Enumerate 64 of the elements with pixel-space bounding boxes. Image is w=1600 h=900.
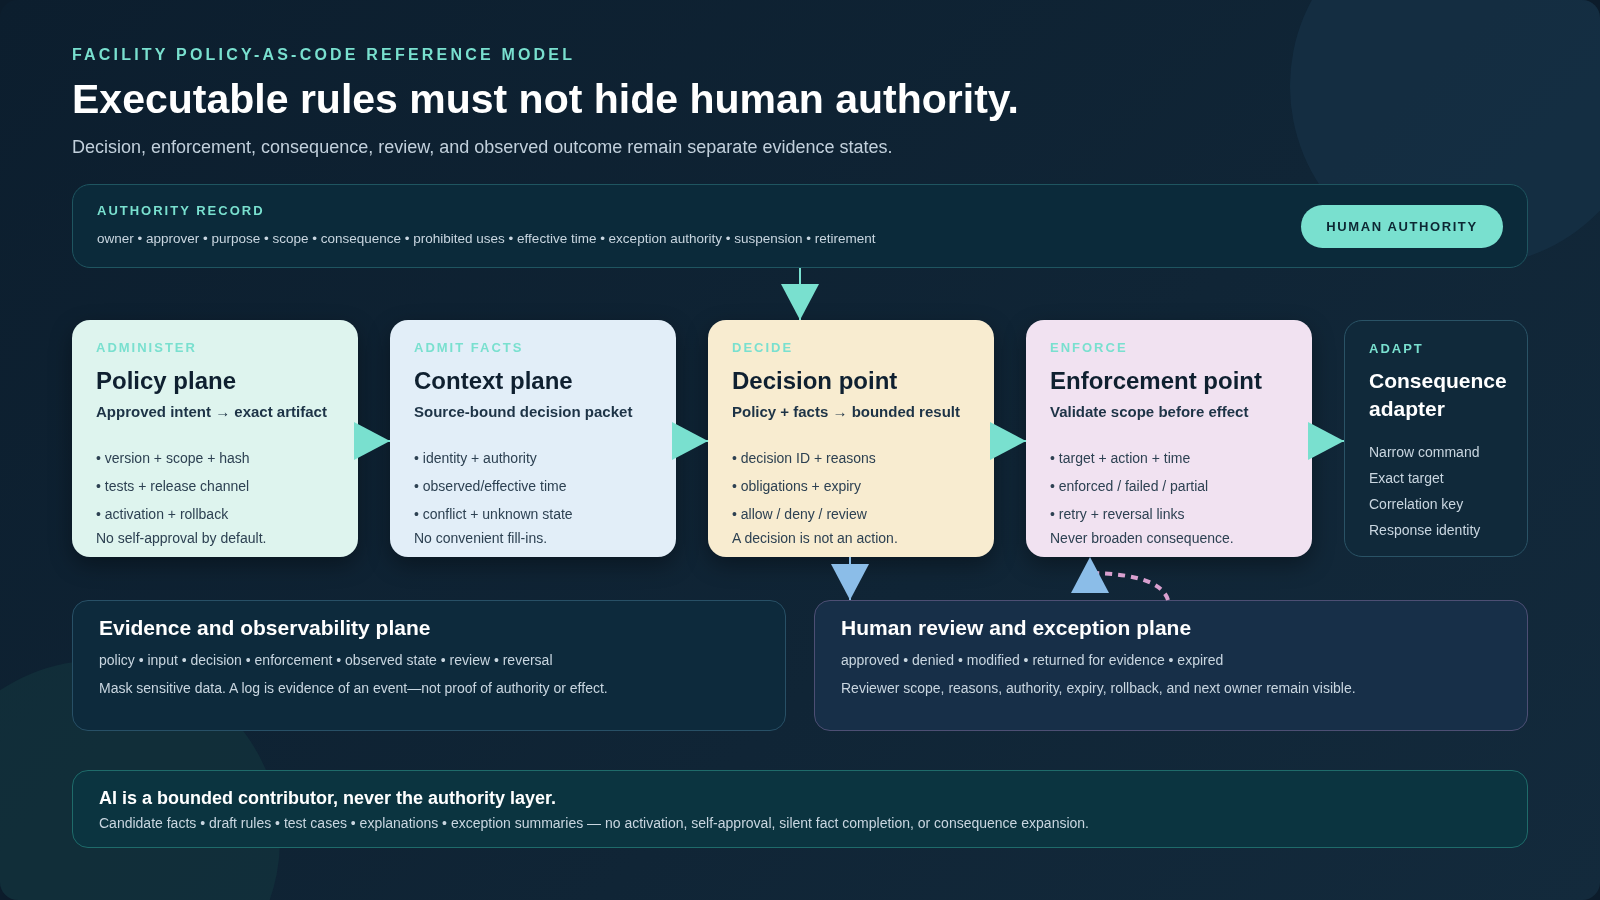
arrow [1308, 422, 1345, 460]
bullet-item: • allow / deny / review [732, 505, 867, 524]
panel-heading: AUTHORITY RECORD [97, 203, 265, 219]
plane-panel [814, 600, 1528, 731]
panel-text: Reviewer scope, reasons, authority, expiry, rollback, and next owner remain visible. [841, 679, 1356, 698]
stage-label: DECIDE [732, 340, 794, 356]
stage-card [1026, 320, 1312, 557]
field-list: owner • approver • purpose • scope • consequence • prohibited uses • effective time • exception authority • suspension • retirement [97, 231, 876, 246]
subtitle-text: Decision, enforcement, consequence, review, and observed outcome remain separate evidence states. [72, 137, 893, 158]
card-note: No self-approval by default. [96, 529, 267, 548]
card-title: Context plane [414, 366, 573, 396]
plane-panel [72, 600, 786, 731]
card-note: A decision is not an action. [732, 529, 898, 548]
band-title: AI is a bounded contributor, never the authority layer. [99, 787, 557, 810]
panel-text: policy • input • decision • enforcement • observed state • review • reversal [99, 651, 553, 670]
panel-text: approved • denied • modified • returned for evidence • expired [841, 651, 1224, 670]
authority-panel [72, 184, 1528, 268]
card-subtitle: Validate scope before effect [1050, 402, 1249, 422]
bullet-item: • identity + authority [414, 449, 537, 468]
card-subtitle: Policy + facts → bounded result [732, 402, 960, 422]
info-band [72, 770, 1528, 848]
arrow [990, 422, 1027, 460]
eyebrow-text: FACILITY POLICY-AS-CODE REFERENCE MODEL [72, 46, 576, 64]
card-title: Policy plane [96, 366, 237, 396]
page-title: Executable rules must not hide human authority. [72, 76, 1019, 123]
stage-label: ADAPT [1369, 341, 1424, 357]
status-pill: HUMAN AUTHORITY [1301, 205, 1503, 248]
bullet-item: • version + scope + hash [96, 449, 250, 468]
card-title: Decision point [732, 366, 898, 396]
bullet-item: • observed/effective time [414, 477, 567, 496]
bullet-item: • target + action + time [1050, 449, 1191, 468]
stage-card [708, 320, 994, 557]
stage-card [390, 320, 676, 557]
card-subtitle: Source-bound decision packet [414, 402, 633, 422]
stage-card [72, 320, 358, 557]
bullet-item: • conflict + unknown state [414, 505, 573, 524]
panel-title: Evidence and observability plane [99, 615, 431, 641]
stage-label: ENFORCE [1050, 340, 1128, 356]
list-item: Exact target [1369, 469, 1444, 488]
list-item: Response identity [1369, 521, 1481, 540]
card-title: Enforcement point [1050, 366, 1262, 396]
list-item: Narrow command [1369, 443, 1480, 462]
stage-label: ADMIT FACTS [414, 340, 524, 356]
stage-label: ADMINISTER [96, 340, 197, 356]
card-note: No convenient fill-ins. [414, 529, 548, 548]
band-text: Candidate facts • draft rules • test cases • explanations • exception summaries — no activation, self-approval, silent fact completion, or consequence expansion. [99, 814, 1089, 833]
card-title: Consequence adapter [1369, 368, 1507, 422]
arrow [781, 267, 819, 321]
bullet-item: • enforced / failed / partial [1050, 477, 1209, 496]
arrow [1071, 557, 1170, 601]
bullet-item: • obligations + expiry [732, 477, 862, 496]
bullet-item: • retry + reversal links [1050, 505, 1185, 524]
list-item: Correlation key [1369, 495, 1464, 514]
panel-text: Mask sensitive data. A log is evidence of an event—not proof of authority or effect. [99, 679, 608, 698]
bullet-item: • tests + release channel [96, 477, 250, 496]
bullet-item: • activation + rollback [96, 505, 229, 524]
stage-card [1344, 320, 1528, 557]
card-subtitle: Approved intent → exact artifact [96, 402, 327, 422]
arrow [831, 556, 869, 601]
panel-title: Human review and exception plane [841, 615, 1192, 641]
card-note: Never broaden consequence. [1050, 529, 1234, 548]
arrow [354, 422, 391, 460]
bullet-item: • decision ID + reasons [732, 449, 876, 468]
arrow [672, 422, 709, 460]
